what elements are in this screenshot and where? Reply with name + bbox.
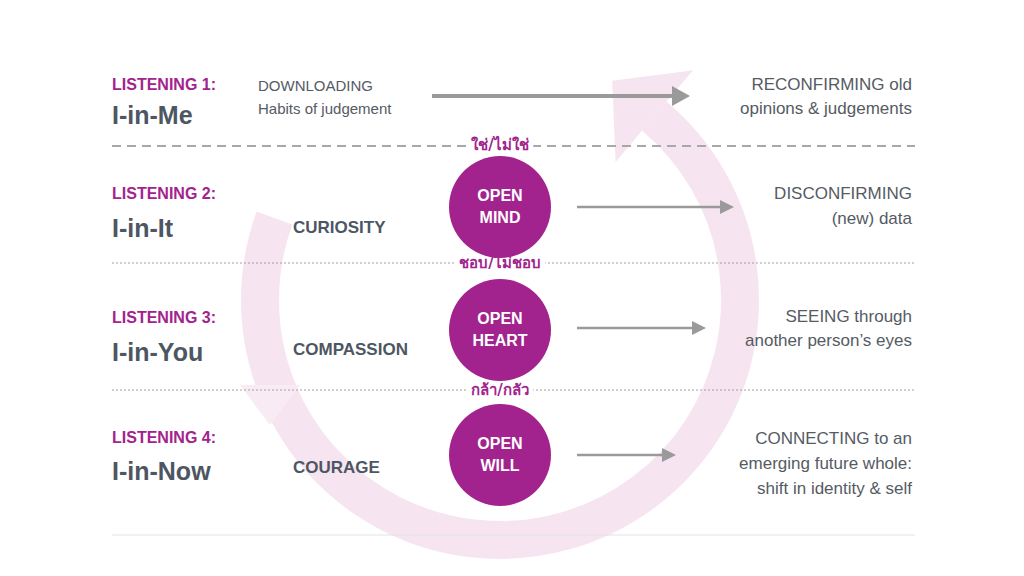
flow-arrow-shaft: [577, 454, 664, 457]
circle-text-box: OPEN HEART: [449, 279, 551, 381]
circle-label: OPEN WILL: [461, 433, 539, 477]
outcome-text: CONNECTING to an emerging future whole: …: [726, 426, 912, 501]
circle-text-box: OPEN WILL: [449, 404, 551, 506]
circle-label: OPEN HEART: [461, 308, 539, 352]
level-name: I-in-Now: [112, 455, 211, 487]
outcome-text: DISCONFIRMING (new) data: [746, 181, 912, 231]
flow-arrow-shaft: [432, 94, 674, 98]
level-name: I-in-You: [112, 336, 203, 368]
level-number: LISTENING 3:: [112, 307, 216, 329]
circle-outline: [449, 279, 551, 381]
level-number: LISTENING 4:: [112, 427, 216, 449]
flow-arrow-shaft: [577, 327, 694, 330]
u-process-marker: [240, 385, 300, 425]
circle-fill: [449, 156, 551, 258]
gate-label: กล้า/กลัว: [466, 380, 533, 400]
open-circle: OPEN MIND: [449, 156, 551, 258]
quality-label: COMPASSION: [293, 339, 408, 361]
quality-label: COURAGE: [293, 457, 380, 479]
flow-arrowhead: [692, 321, 706, 335]
u-process-arrowhead: [612, 70, 693, 162]
u-process-arc: [260, 116, 740, 540]
mode-label: Habits of judgement: [258, 99, 391, 119]
circle-text-box: OPEN MIND: [449, 156, 551, 258]
circle-fill: [449, 279, 551, 381]
outcome-text: RECONFIRMING old opinions & judgements: [726, 73, 912, 121]
gate-label: ใช่/ไม่ใช่: [466, 135, 533, 155]
mode-label: DOWNLOADING: [258, 76, 373, 96]
circle-fill: [449, 404, 551, 506]
level-number: LISTENING 2:: [112, 183, 216, 205]
circle-label: OPEN MIND: [461, 185, 539, 229]
open-circle: OPEN HEART: [449, 279, 551, 381]
quality-label: CURIOSITY: [293, 217, 386, 239]
open-circle: OPEN WILL: [449, 404, 551, 506]
outcome-text: SEEING through another person’s eyes: [730, 305, 912, 353]
circle-outline: [449, 156, 551, 258]
level-name: I-in-Me: [112, 99, 193, 131]
flow-arrowhead: [672, 86, 690, 106]
flow-arrowhead: [662, 448, 676, 462]
level-number: LISTENING 1:: [112, 74, 216, 96]
flow-arrowhead: [720, 200, 734, 214]
level-name: I-in-It: [112, 212, 173, 244]
bottom-rule: [112, 535, 915, 536]
flow-arrow-shaft: [577, 206, 722, 209]
circle-outline: [449, 404, 551, 506]
